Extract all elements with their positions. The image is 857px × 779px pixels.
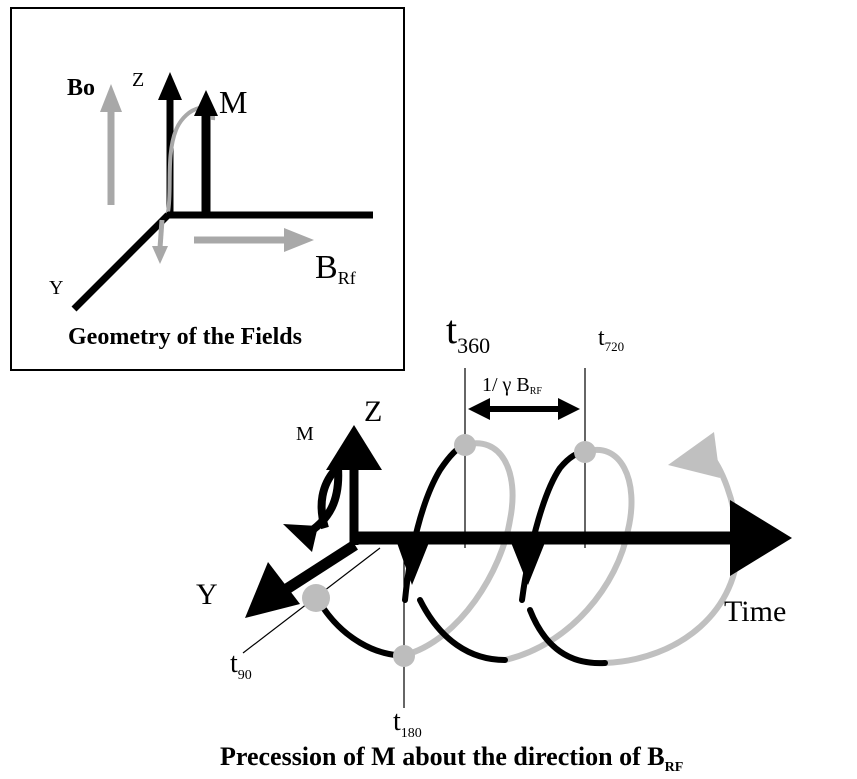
return-arrowhead	[668, 432, 720, 478]
m-arrow	[194, 90, 218, 212]
t90-dot	[302, 584, 330, 612]
precession-panel: t360 t720 1/ γ BRF	[196, 307, 792, 775]
axis-triangle-2	[510, 540, 546, 585]
z-label-precession: Z	[364, 395, 382, 428]
z-axis-arrow-precession	[326, 425, 382, 545]
t360-label-sub: 360	[457, 333, 490, 358]
brf-arrow	[194, 228, 314, 252]
y-label-precession: Y	[196, 578, 218, 611]
t720-label: t720	[598, 325, 624, 354]
t360-label-main: t	[446, 307, 457, 352]
t180-label: t180	[393, 706, 422, 741]
bo-label: Bo	[67, 75, 95, 101]
geometry-caption: Geometry of the Fields	[68, 324, 302, 350]
y-label: Y	[49, 277, 63, 299]
t720-dot	[574, 441, 596, 463]
t180-dot	[393, 645, 415, 667]
period-label-sub: RF	[530, 386, 543, 397]
t360-dot	[454, 434, 476, 456]
y-axis-line	[71, 212, 171, 312]
m-label: M	[219, 84, 247, 120]
z-label: Z	[132, 69, 144, 91]
brf-label-main: B	[315, 249, 338, 286]
t360-label: t360	[446, 307, 490, 358]
time-label: Time	[724, 595, 786, 628]
precession-caption-sub: RF	[665, 760, 684, 775]
helix-back-strands	[402, 440, 742, 666]
t720-label-main: t	[598, 325, 605, 351]
period-label: 1/ γ BRF	[482, 374, 542, 397]
small-down-arrow	[152, 219, 168, 264]
precession-caption-main: Precession of M about the direction of B	[220, 742, 665, 771]
period-label-main: 1/ γ B	[482, 374, 530, 396]
bo-arrow	[100, 84, 122, 205]
axis-triangle-1	[396, 540, 430, 585]
period-double-arrow	[468, 398, 580, 420]
brf-label: BRf	[315, 249, 356, 288]
t180-label-main: t	[393, 706, 401, 737]
y-axis-arrow-precession	[245, 540, 358, 618]
time-axis-arrow	[350, 500, 792, 576]
t720-label-sub: 720	[605, 339, 625, 354]
t90-label-sub: 90	[238, 668, 252, 683]
brf-label-sub: Rf	[338, 268, 356, 288]
m-label-precession: M	[296, 423, 314, 445]
geometry-panel: Bo Z M Y BRf G	[10, 7, 405, 371]
t90-label: t90	[230, 648, 252, 683]
m-curved-arrow	[283, 467, 343, 552]
precession-caption: Precession of M about the direction of B…	[220, 742, 683, 775]
t90-label-main: t	[230, 648, 238, 679]
t180-label-sub: 180	[401, 726, 422, 741]
